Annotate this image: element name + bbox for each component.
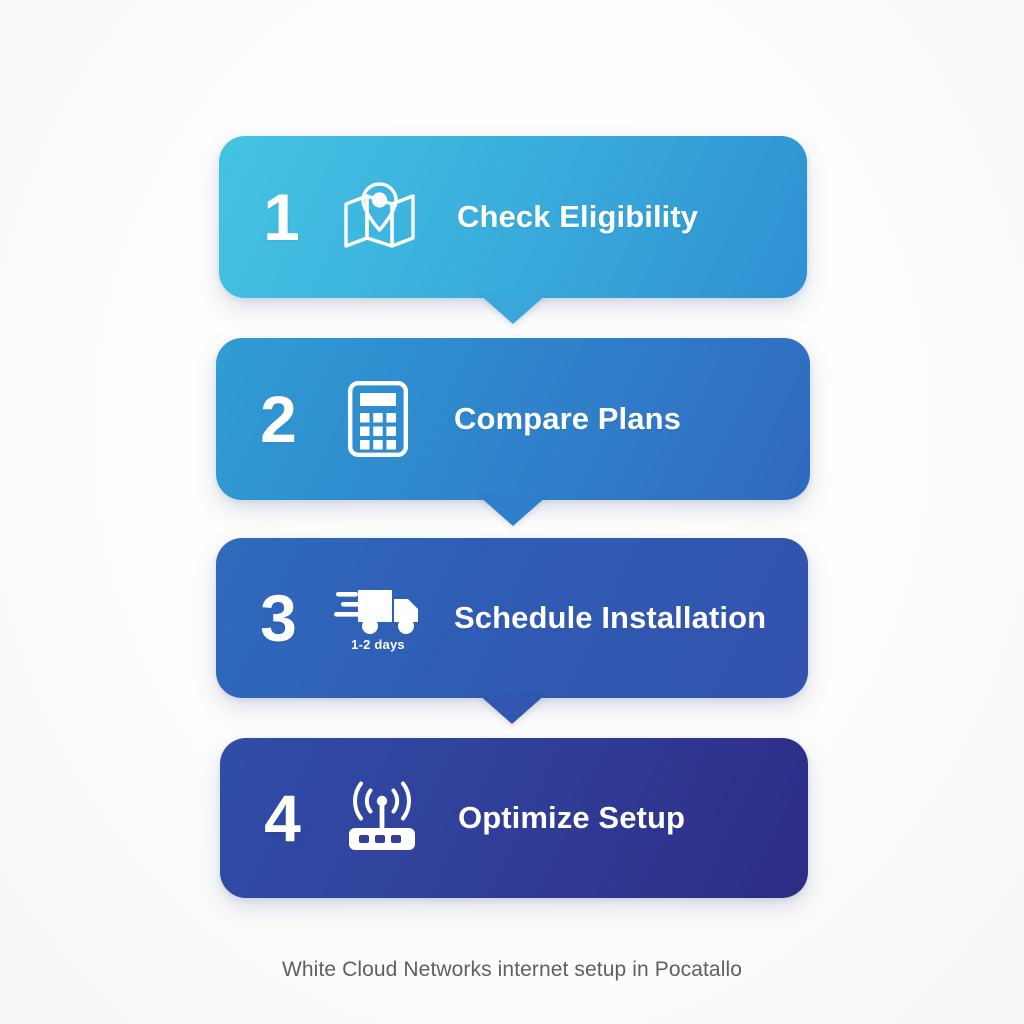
wifi-router-icon <box>330 780 434 856</box>
map-location-icon <box>329 182 433 252</box>
step-label-1: Check Eligibility <box>457 199 699 234</box>
truck-duration-sublabel: 1-2 days <box>351 637 405 652</box>
connector-arrow-2-to-3 <box>479 496 547 526</box>
step-number-4: 4 <box>264 781 301 855</box>
delivery-truck-icon: 1-2 days <box>326 584 430 652</box>
step-label-2: Compare Plans <box>454 401 681 436</box>
calculator-icon <box>326 381 430 457</box>
step-label-4: Optimize Setup <box>458 800 686 835</box>
step-card-2[interactable]: 2 Compare Plans <box>216 338 810 526</box>
step-card-3[interactable]: 3 1-2 days Schedule Installation <box>216 538 808 724</box>
step-label-3: Schedule Installation <box>454 600 767 635</box>
step-number-2: 2 <box>260 382 297 456</box>
step-number-3: 3 <box>260 581 297 655</box>
connector-arrow-3-to-4 <box>478 694 546 724</box>
infographic-caption: White Cloud Networks internet setup in P… <box>281 958 743 981</box>
step-card-1[interactable]: 1 Check Eligibility <box>219 136 807 324</box>
step-card-4[interactable]: 4 Optimize Setup <box>220 738 808 898</box>
step-number-1: 1 <box>263 180 300 254</box>
connector-arrow-1-to-2 <box>479 294 547 324</box>
